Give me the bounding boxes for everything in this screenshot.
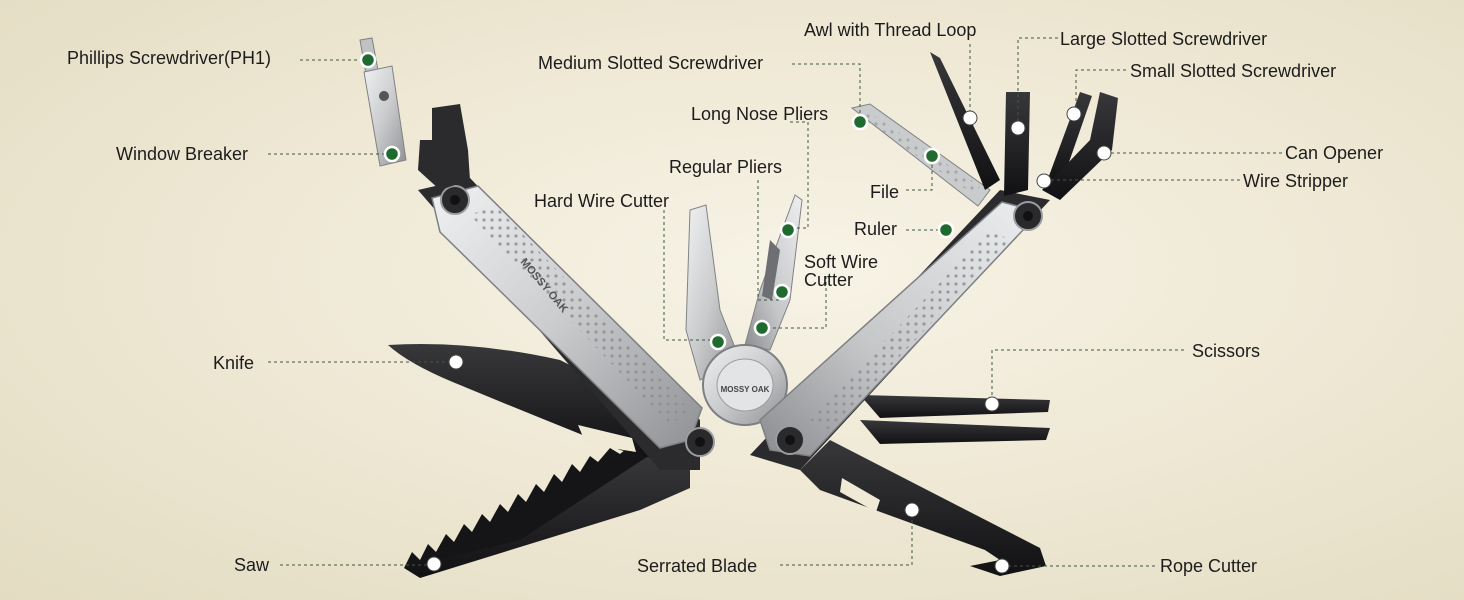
label-regular-pliers: Regular Pliers (669, 157, 783, 177)
label-hard-wire-cutter: Hard Wire Cutter (534, 191, 670, 211)
marker-serrated-blade (904, 502, 920, 518)
marker-small-slotted (1066, 106, 1082, 122)
label-ruler: Ruler (854, 219, 898, 239)
saw-teeth (404, 444, 650, 568)
window-breaker (418, 104, 470, 190)
marker-file (923, 147, 941, 165)
marker-rope-cutter (994, 558, 1010, 574)
label-saw: Saw (234, 555, 270, 575)
marker-knife (448, 354, 464, 370)
marker-window-breaker (383, 145, 401, 163)
right-handle (750, 190, 1050, 470)
marker-saw (426, 556, 442, 572)
saw (404, 444, 690, 578)
label-phillips-screwdriver: Phillips Screwdriver(PH1) (67, 48, 272, 68)
knife (388, 344, 680, 460)
marker-hard-wire-cutter (709, 333, 727, 351)
leader-lines (268, 37, 1282, 567)
left-handle: MOSSY OAK (418, 178, 715, 470)
label-rope-cutter: Rope Cutter (1160, 556, 1258, 576)
label-can-opener: Can Opener (1285, 143, 1384, 163)
label-large-slotted-screwdriver: Large Slotted Screwdriver (1060, 29, 1268, 49)
marker-large-slotted (1010, 120, 1026, 136)
label-long-nose-pliers: Long Nose Pliers (691, 104, 829, 124)
marker-ruler (937, 221, 955, 239)
label-soft-wire-cutter: Soft Wire Cutter (804, 252, 879, 290)
scissors (860, 395, 1050, 444)
marker-can-opener (1096, 145, 1112, 161)
label-awl-with-thread-loop: Awl with Thread Loop (804, 20, 977, 40)
label-medium-slotted-screwdriver: Medium Slotted Screwdriver (538, 53, 764, 73)
pivot-engraving: MOSSY OAK (721, 385, 770, 394)
label-file: File (870, 182, 900, 202)
label-scissors: Scissors (1192, 341, 1261, 361)
marker-scissors (984, 396, 1000, 412)
marker-medium-slotted (851, 113, 869, 131)
label-wire-stripper: Wire Stripper (1243, 171, 1349, 191)
label-knife: Knife (213, 353, 255, 373)
marker-wire-stripper (1036, 173, 1052, 189)
label-serrated-blade: Serrated Blade (637, 556, 758, 576)
marker-awl (962, 110, 978, 126)
marker-regular-pliers (773, 283, 791, 301)
serrated-blade (800, 440, 1046, 576)
marker-soft-wire-cutter (753, 319, 771, 337)
marker-phillips (359, 51, 377, 69)
markers (359, 51, 1112, 574)
file-blade (850, 103, 991, 207)
label-window-breaker: Window Breaker (116, 144, 249, 164)
label-small-slotted-screwdriver: Small Slotted Screwdriver (1130, 61, 1337, 81)
marker-long-nose (779, 221, 797, 239)
